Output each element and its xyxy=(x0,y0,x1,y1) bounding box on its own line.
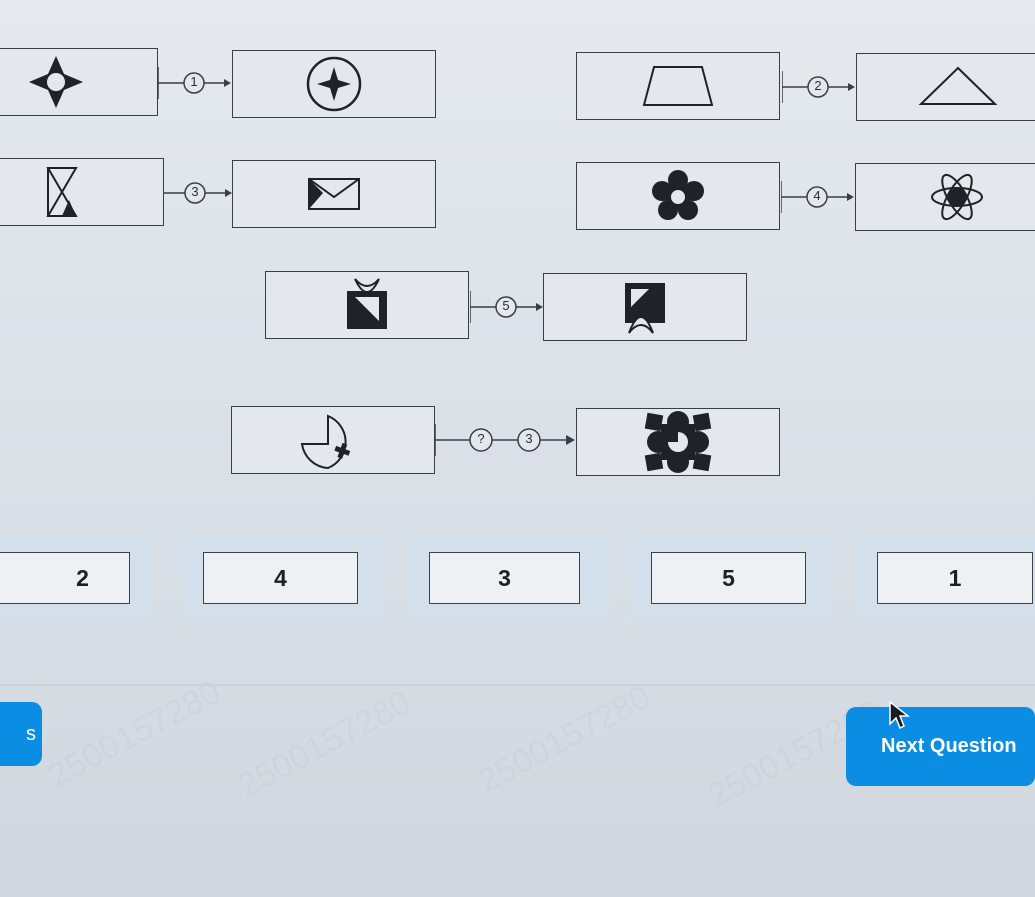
answer-option-5[interactable]: 1 xyxy=(877,552,1033,604)
question-connector xyxy=(435,424,575,456)
black-cross-pie-icon xyxy=(644,411,712,473)
previous-question-button[interactable]: s xyxy=(0,702,42,766)
rule-2-source-box xyxy=(576,52,780,120)
rule-3-source-box xyxy=(0,158,164,226)
rule-5-connector xyxy=(470,291,543,323)
watermark: 2500157280 xyxy=(471,677,657,801)
answer-option-label: 2 xyxy=(76,564,89,591)
envelope-triangle-icon xyxy=(308,178,360,210)
rule-1-number: 1 xyxy=(190,74,198,89)
quarter-pie-cross-icon xyxy=(300,414,351,470)
rule-3-number: 3 xyxy=(191,184,199,199)
rule-1-source-box xyxy=(0,48,158,116)
square-crescent-top-icon xyxy=(347,278,387,329)
rule-2-number: 2 xyxy=(814,78,822,93)
flower-icon xyxy=(652,170,704,220)
watermark: 2500157280 xyxy=(231,682,417,806)
next-question-button[interactable]: Next Question xyxy=(846,707,1035,786)
mouse-cursor-icon xyxy=(889,700,910,730)
square-crescent-bottom-icon xyxy=(625,283,665,334)
question-unknown-step: ? xyxy=(477,431,485,446)
rule-5-source-box xyxy=(265,271,469,339)
atom-icon xyxy=(931,173,983,221)
rule-3-connector xyxy=(163,177,232,209)
rule-5-number: 5 xyxy=(502,298,510,313)
answer-option-label: 5 xyxy=(722,564,735,591)
question-known-step: 3 xyxy=(525,431,533,446)
trapezoid-icon xyxy=(642,66,714,106)
answer-option-label: 4 xyxy=(274,564,287,591)
answer-option-label: 1 xyxy=(948,564,962,591)
rule-5-result-box xyxy=(543,273,747,341)
footer-divider xyxy=(0,684,1035,686)
star-in-circle-icon xyxy=(306,56,362,112)
triangle-icon xyxy=(918,66,998,105)
question-result-box xyxy=(576,408,780,476)
question-source-box xyxy=(231,406,435,474)
answer-option-4[interactable]: 5 xyxy=(651,552,806,604)
rule-4-connector xyxy=(781,181,854,213)
rule-1-connector xyxy=(158,67,231,99)
star-in-diamond-icon xyxy=(29,56,83,108)
hourglass-triangle-icon xyxy=(46,167,78,217)
rule-4-source-box xyxy=(576,162,780,230)
rule-4-result-box xyxy=(855,163,1035,231)
answer-option-3[interactable]: 3 xyxy=(429,552,580,604)
rule-4-number: 4 xyxy=(813,188,821,203)
answer-option-label: 3 xyxy=(498,564,511,591)
rule-2-connector xyxy=(782,71,855,103)
rule-2-result-box xyxy=(856,53,1035,121)
watermark: 2500157280 xyxy=(41,672,227,796)
next-question-label: Next Question xyxy=(881,735,1017,757)
answer-option-2[interactable]: 4 xyxy=(203,552,358,604)
rule-3-result-box xyxy=(232,160,436,228)
previous-question-label: s xyxy=(26,722,36,745)
rule-1-result-box xyxy=(232,50,436,118)
answer-option-1[interactable]: 2 xyxy=(0,552,130,604)
